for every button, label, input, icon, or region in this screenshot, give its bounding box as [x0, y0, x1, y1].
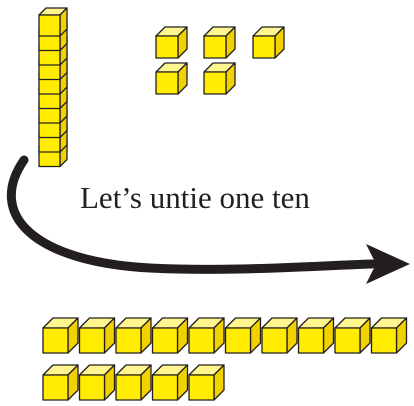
- ones-cube: [155, 62, 188, 95]
- ones-cube: [188, 364, 225, 401]
- ones-cube: [224, 317, 262, 354]
- ones-cube: [151, 364, 189, 401]
- ones-cube: [261, 317, 298, 354]
- arrow-head-icon: [366, 244, 410, 284]
- ones-cube: [78, 317, 116, 354]
- ones-cube: [203, 26, 236, 59]
- ones-cube: [297, 317, 335, 354]
- ones-cube: [155, 26, 188, 59]
- ones-cube: [115, 364, 152, 401]
- ones-cube: [203, 62, 236, 95]
- ten-rod: [38, 7, 68, 168]
- ones-cube: [78, 364, 116, 401]
- ones-cube: [370, 317, 408, 354]
- ones-after-row-2: [42, 364, 225, 401]
- ones-cube: [151, 317, 189, 354]
- ones-cube: [334, 317, 371, 354]
- caption-text: Let’s untie one ten: [80, 180, 310, 215]
- ten-rod-unit: [38, 7, 68, 37]
- ones-cube: [42, 364, 79, 401]
- ones-cube: [252, 26, 285, 59]
- ones-cube: [115, 317, 152, 354]
- ones-before-group: [155, 26, 285, 95]
- curved-arrow: [6, 155, 377, 274]
- ones-cube: [188, 317, 225, 354]
- ones-cube: [42, 317, 79, 354]
- ones-after-row-1: [42, 317, 408, 354]
